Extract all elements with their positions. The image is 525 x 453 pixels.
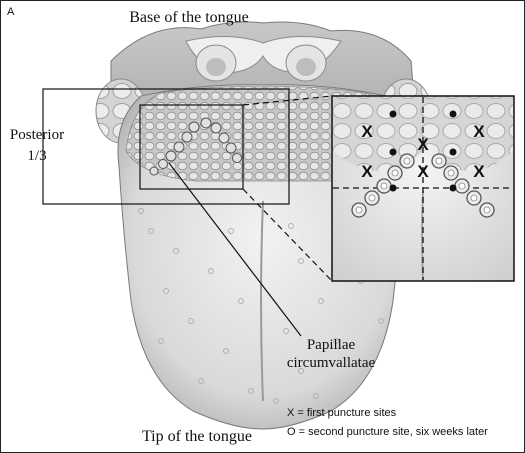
puncture-dot (389, 184, 397, 192)
callout-line-bottom (242, 188, 333, 282)
zoom-source-box (139, 104, 244, 190)
papillae-leader-line (168, 162, 302, 337)
puncture-x-mark: X (417, 162, 429, 181)
puncture-dot (389, 110, 397, 118)
papillae-label-line2: circumvallatae (287, 355, 376, 371)
panel-letter: A (7, 6, 15, 18)
legend: X = first puncture sites O = second punc… (287, 407, 488, 438)
puncture-dot (449, 184, 457, 192)
puncture-x-mark: X (473, 122, 485, 141)
puncture-dot (449, 110, 457, 118)
puncture-dot (389, 148, 397, 156)
legend-second-puncture: O = second puncture site, six weeks late… (287, 426, 488, 438)
legend-first-puncture: X = first puncture sites (287, 407, 397, 419)
inset-magnified-panel: X X X X X X (331, 95, 515, 282)
papillae-label-line1: Papillae (307, 337, 356, 353)
base-of-tongue-label: Base of the tongue (129, 9, 249, 26)
puncture-dot (449, 148, 457, 156)
tip-of-tongue-label: Tip of the tongue (142, 428, 252, 445)
posterior-third-box (42, 88, 290, 205)
posterior-label-line1: Posterior (10, 127, 64, 143)
puncture-x-mark: X (473, 162, 485, 181)
puncture-x-mark: X (417, 135, 429, 154)
posterior-label-line2: 1/3 (27, 148, 46, 164)
callout-line-top (242, 95, 333, 106)
puncture-x-mark: X (361, 122, 373, 141)
puncture-x-mark: X (361, 162, 373, 181)
